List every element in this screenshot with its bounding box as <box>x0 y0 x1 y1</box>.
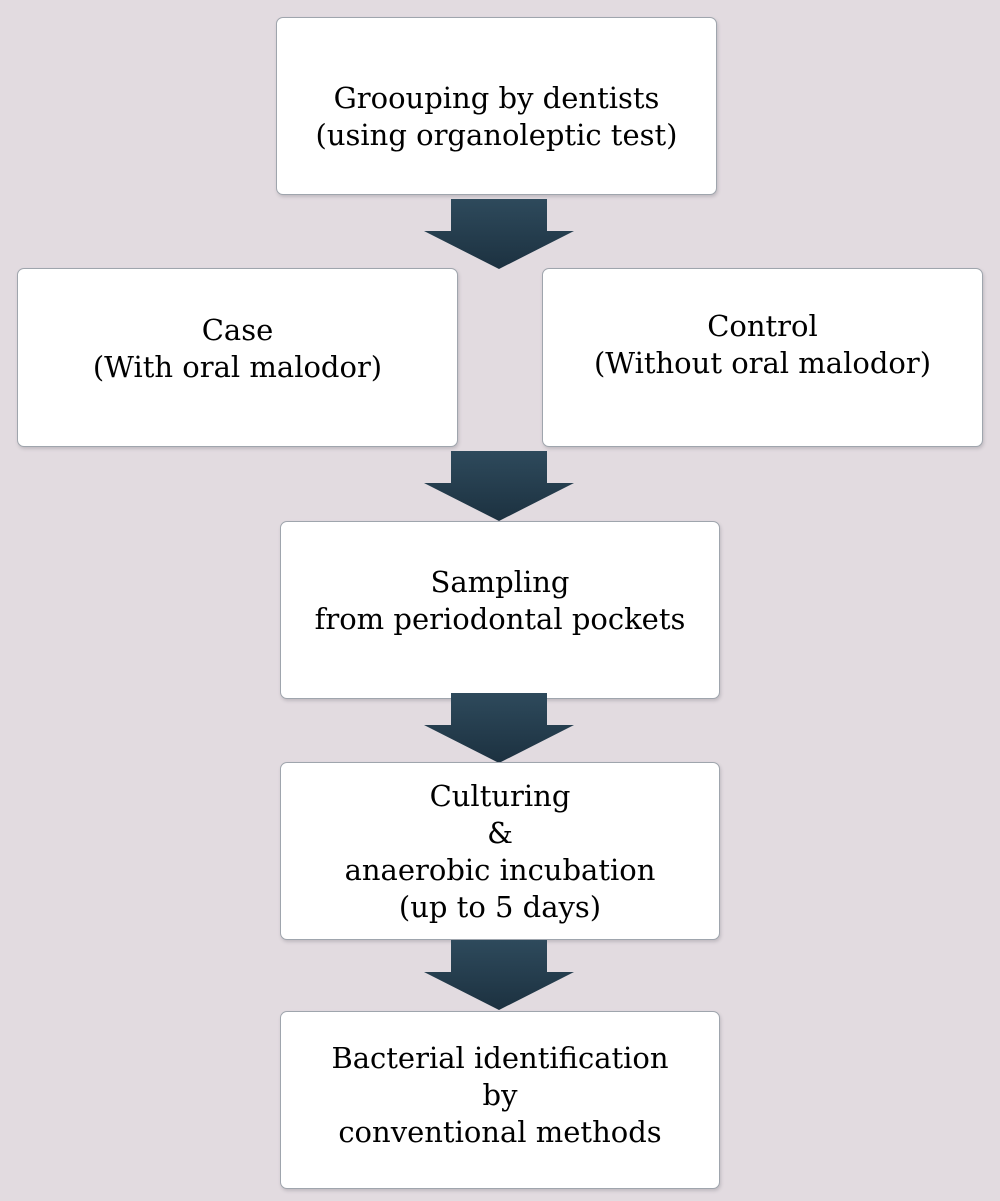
culturing-line-2: & <box>487 816 513 850</box>
sampling-line-1: Sampling <box>430 565 570 599</box>
culturing-line-4: (up to 5 days) <box>398 890 602 924</box>
culturing-line-1: Culturing <box>429 779 571 813</box>
control-line-1: Control <box>707 309 818 343</box>
sampling-step-box: Sampling from periodontal pockets <box>280 521 720 699</box>
down-arrow-icon <box>424 940 574 1010</box>
grouping-step-box: Groouping by dentists (using organolepti… <box>276 17 717 195</box>
culturing-step-text: Culturing & anaerobic incubation (up to … <box>281 778 719 926</box>
grouping-line-2: (using organoleptic test) <box>315 118 678 152</box>
identification-line-3: conventional methods <box>338 1115 662 1149</box>
culturing-line-3: anaerobic incubation <box>344 853 656 887</box>
case-line-1: Case <box>201 313 274 347</box>
control-group-box: Control (Without oral malodor) <box>542 268 983 447</box>
identification-line-1: Bacterial identification <box>331 1041 669 1075</box>
grouping-step-text: Groouping by dentists (using organolepti… <box>277 80 716 154</box>
identification-step-text: Bacterial identification by conventional… <box>281 1040 719 1151</box>
identification-line-2: by <box>482 1078 518 1112</box>
down-arrow-icon <box>424 693 574 763</box>
sampling-line-2: from periodontal pockets <box>314 602 686 636</box>
grouping-line-1: Groouping by dentists <box>333 81 660 115</box>
identification-step-box: Bacterial identification by conventional… <box>280 1011 720 1189</box>
case-line-2: (With oral malodor) <box>92 350 383 384</box>
case-group-box: Case (With oral malodor) <box>17 268 458 447</box>
sampling-step-text: Sampling from periodontal pockets <box>281 564 719 638</box>
down-arrow-icon <box>424 451 574 521</box>
case-group-text: Case (With oral malodor) <box>18 312 457 386</box>
culturing-step-box: Culturing & anaerobic incubation (up to … <box>280 762 720 940</box>
control-group-text: Control (Without oral malodor) <box>543 308 982 382</box>
control-line-2: (Without oral malodor) <box>593 346 932 380</box>
down-arrow-icon <box>424 199 574 269</box>
